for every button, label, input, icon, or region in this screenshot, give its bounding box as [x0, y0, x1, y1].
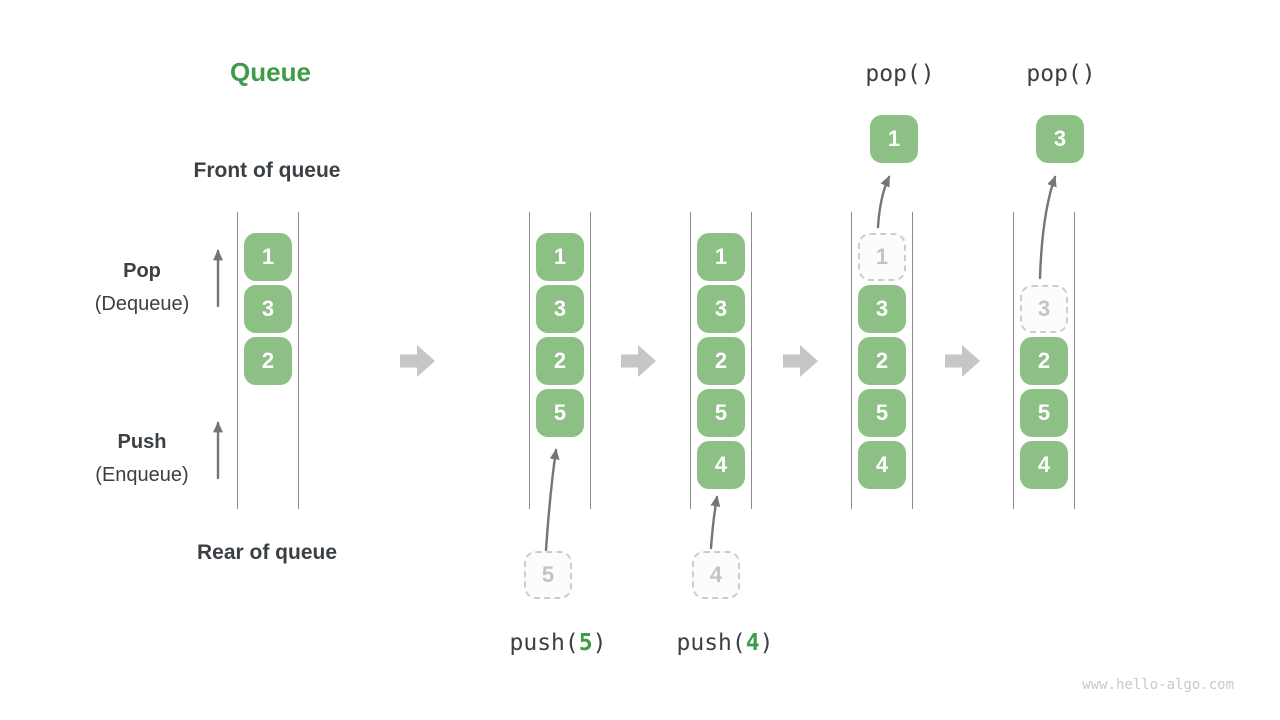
incoming-value-cell: 5 [524, 551, 572, 599]
queue-cell: 5 [858, 389, 906, 437]
queue-wall [529, 212, 530, 509]
queue-cell: 3 [697, 285, 745, 333]
push-prefix: push( [676, 630, 746, 656]
queue-cell: 2 [244, 337, 292, 385]
dequeue-sublabel: (Dequeue) [94, 293, 190, 315]
push-argument: 5 [578, 630, 593, 656]
queue-wall [751, 212, 752, 509]
queue-cell: 2 [1020, 337, 1068, 385]
queue-cell: 5 [1020, 389, 1068, 437]
step-transition-arrow-icon [945, 345, 980, 377]
queue-cell: 1 [536, 233, 584, 281]
queue-cell: 5 [536, 389, 584, 437]
queue-cell: 4 [1020, 441, 1068, 489]
queue-wall [851, 212, 852, 509]
queue-cell: 5 [697, 389, 745, 437]
pop-operation-label: pop() [865, 61, 935, 87]
queue-wall [590, 212, 591, 509]
push-label-group: Push (Enqueue) [62, 431, 222, 487]
pop-label: Pop [123, 260, 161, 282]
push-operation-label: push(5) [510, 630, 607, 656]
push-suffix: ) [592, 630, 607, 656]
popped-value-cell: 3 [1036, 115, 1084, 163]
push-operation-label: push(4) [677, 630, 774, 656]
queue-cell: 4 [697, 441, 745, 489]
push-prefix: push( [509, 630, 579, 656]
pop-operation-label: pop() [1026, 61, 1096, 87]
queue-wall [237, 212, 238, 509]
diagram-title: Queue [230, 57, 311, 87]
push-argument: 4 [745, 630, 760, 656]
pop-3-arrow [1038, 175, 1057, 280]
step-transition-arrow-icon [783, 345, 818, 377]
queue-wall [1074, 212, 1075, 509]
popped-value-cell: 1 [870, 115, 918, 163]
queue-cell: 1 [697, 233, 745, 281]
queue-cell: 2 [858, 337, 906, 385]
queue-cell: 3 [536, 285, 584, 333]
queue-wall [690, 212, 691, 509]
push-4-arrow [709, 495, 721, 550]
queue-wall [298, 212, 299, 509]
push-5-arrow [544, 448, 560, 552]
queue-wall [1013, 212, 1014, 509]
watermark: www.hello-algo.com [1082, 677, 1234, 693]
queue-cell-removed: 3 [1020, 285, 1068, 333]
push-label: Push [117, 431, 167, 453]
queue-cell: 1 [244, 233, 292, 281]
queue-cell: 2 [697, 337, 745, 385]
queue-cell: 3 [858, 285, 906, 333]
front-of-queue-label: Front of queue [193, 159, 341, 182]
step-transition-arrow-icon [400, 345, 435, 377]
queue-cell: 4 [858, 441, 906, 489]
queue-wall [912, 212, 913, 509]
enqueue-sublabel: (Enqueue) [95, 464, 189, 486]
queue-cell: 2 [536, 337, 584, 385]
push-suffix: ) [759, 630, 774, 656]
step-transition-arrow-icon [621, 345, 656, 377]
pop-1-arrow [876, 175, 891, 229]
queue-cell: 3 [244, 285, 292, 333]
queue-cell-removed: 1 [858, 233, 906, 281]
incoming-value-cell: 4 [692, 551, 740, 599]
pop-label-group: Pop (Dequeue) [62, 260, 222, 316]
rear-of-queue-label: Rear of queue [196, 541, 338, 564]
